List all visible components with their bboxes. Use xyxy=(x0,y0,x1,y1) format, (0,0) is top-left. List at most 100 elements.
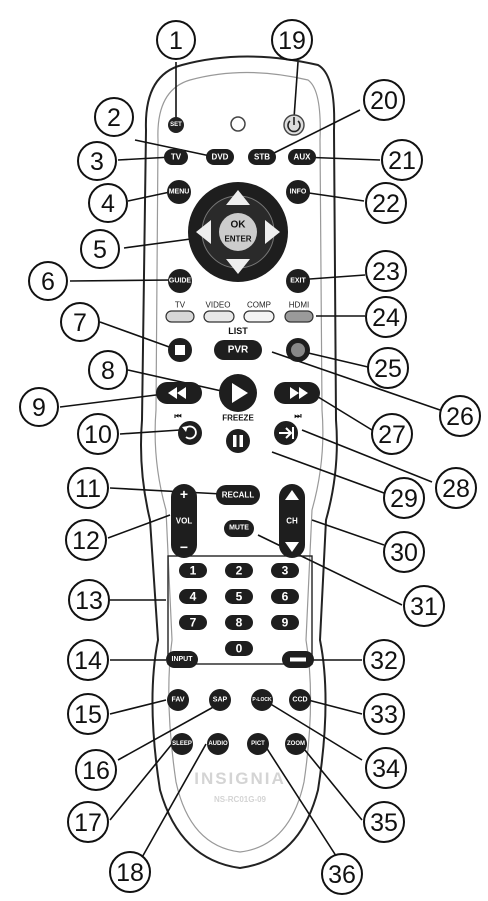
svg-text:6: 6 xyxy=(41,268,55,296)
exit-button[interactable]: EXIT xyxy=(286,269,310,293)
svg-text:24: 24 xyxy=(372,304,400,332)
svg-text:18: 18 xyxy=(116,859,144,887)
digit-0-button[interactable]: 0 xyxy=(225,641,253,656)
svg-text:26: 26 xyxy=(446,403,474,431)
svg-text:10: 10 xyxy=(84,421,112,449)
sleep-button[interactable]: SLEEP xyxy=(171,733,193,755)
digit-6-button[interactable]: 6 xyxy=(271,589,299,604)
svg-text:ENTER: ENTER xyxy=(224,235,251,244)
source-hdmi-button[interactable] xyxy=(285,311,313,322)
volume-rocker[interactable]: + VOL − xyxy=(171,484,197,558)
dash-icon xyxy=(290,658,306,662)
pause-icon xyxy=(233,435,237,447)
callout-8: 8 xyxy=(89,351,127,389)
menu-button[interactable]: MENU xyxy=(167,180,191,204)
svg-text:MUTE: MUTE xyxy=(229,525,249,532)
svg-text:SLEEP: SLEEP xyxy=(172,741,192,747)
svg-text:27: 27 xyxy=(378,421,406,449)
tv-button[interactable]: TV xyxy=(164,149,188,165)
svg-text:SAP: SAP xyxy=(213,697,228,704)
stb-button[interactable]: STB xyxy=(248,149,276,165)
digit-2-button[interactable]: 2 xyxy=(225,563,253,578)
input-button[interactable]: INPUT xyxy=(166,651,198,668)
info-button[interactable]: INFO xyxy=(286,180,310,204)
digit-5-button[interactable]: 5 xyxy=(225,589,253,604)
digit-3-button[interactable]: 3 xyxy=(271,563,299,578)
record-icon xyxy=(291,343,305,357)
skip-forward-label-icon: ⏭ xyxy=(294,412,302,421)
source-video-label: VIDEO xyxy=(206,301,231,310)
sap-button[interactable]: SAP xyxy=(209,689,231,711)
source-tv-button[interactable] xyxy=(166,311,194,322)
callout-21: 21 xyxy=(382,140,422,180)
audio-button[interactable]: AUDIO xyxy=(207,733,229,755)
source-comp-button[interactable] xyxy=(244,311,274,322)
mute-button[interactable]: MUTE xyxy=(224,520,254,537)
channel-rocker[interactable]: CH xyxy=(279,484,305,558)
dash-button[interactable] xyxy=(282,651,314,668)
callout-28: 28 xyxy=(436,468,476,508)
svg-text:MENU: MENU xyxy=(169,189,190,196)
svg-text:2: 2 xyxy=(107,104,121,132)
stop-button[interactable] xyxy=(168,338,192,362)
pause-button[interactable] xyxy=(226,429,250,453)
svg-text:1: 1 xyxy=(190,564,197,578)
replay-button[interactable] xyxy=(178,421,202,445)
svg-text:AUDIO: AUDIO xyxy=(208,741,228,747)
guide-button[interactable]: GUIDE xyxy=(168,269,192,293)
callout-18: 18 xyxy=(110,852,150,892)
ccd-button[interactable]: CCD xyxy=(289,689,311,711)
callout-27: 27 xyxy=(372,414,412,454)
pict-button[interactable]: PICT xyxy=(247,733,269,755)
rewind-button[interactable] xyxy=(156,382,202,404)
digit-4-button[interactable]: 4 xyxy=(179,589,207,604)
callout-13: 13 xyxy=(69,580,109,620)
callout-20: 20 xyxy=(364,80,404,120)
digit-1-button[interactable]: 1 xyxy=(179,563,207,578)
svg-text:33: 33 xyxy=(370,701,398,729)
svg-text:3: 3 xyxy=(90,148,104,176)
callout-17: 17 xyxy=(68,802,108,842)
callout-3: 3 xyxy=(78,142,116,180)
skip-forward-button[interactable] xyxy=(274,421,298,445)
fast-forward-button[interactable] xyxy=(274,382,320,404)
callout-10: 10 xyxy=(78,414,118,454)
record-button[interactable] xyxy=(286,338,310,362)
svg-text:5: 5 xyxy=(93,236,107,264)
fav-button[interactable]: FAV xyxy=(167,689,189,711)
aux-button[interactable]: AUX xyxy=(288,149,316,165)
brand-logo: INSIGNIA xyxy=(194,769,286,788)
callout-32: 32 xyxy=(364,640,404,680)
svg-text:OK: OK xyxy=(231,220,247,231)
pvr-button[interactable]: PVR xyxy=(214,340,262,360)
svg-text:29: 29 xyxy=(390,485,418,513)
dvd-button[interactable]: DVD xyxy=(206,149,234,165)
power-button[interactable] xyxy=(284,115,304,135)
svg-text:23: 23 xyxy=(372,258,400,286)
digit-8-button[interactable]: 8 xyxy=(225,615,253,630)
svg-text:CH: CH xyxy=(286,517,298,526)
model-number: NS-RC01G-09 xyxy=(214,795,267,804)
volume-up-icon[interactable]: + xyxy=(180,486,188,502)
digit-7-button[interactable]: 7 xyxy=(179,615,207,630)
play-button[interactable] xyxy=(219,374,257,412)
navigation-pad[interactable]: OK ENTER xyxy=(188,182,288,282)
svg-text:0: 0 xyxy=(236,642,243,656)
set-button[interactable]: SET xyxy=(168,117,184,133)
callout-30: 30 xyxy=(384,532,424,572)
svg-text:25: 25 xyxy=(374,355,402,383)
svg-text:DVD: DVD xyxy=(212,153,229,162)
svg-text:31: 31 xyxy=(410,593,438,621)
stop-icon xyxy=(175,345,185,355)
recall-button[interactable]: RECALL xyxy=(216,485,260,505)
digit-9-button[interactable]: 9 xyxy=(271,615,299,630)
ok-enter-button[interactable]: OK ENTER xyxy=(219,213,257,251)
svg-text:30: 30 xyxy=(390,539,418,567)
plock-button[interactable]: P-LOCK xyxy=(251,689,273,711)
svg-text:STB: STB xyxy=(254,153,270,162)
svg-text:34: 34 xyxy=(372,755,400,783)
zoom-button[interactable]: ZOOM xyxy=(285,733,307,755)
svg-text:9: 9 xyxy=(32,394,46,422)
source-video-button[interactable] xyxy=(204,311,234,322)
volume-down-icon[interactable]: − xyxy=(180,539,188,555)
